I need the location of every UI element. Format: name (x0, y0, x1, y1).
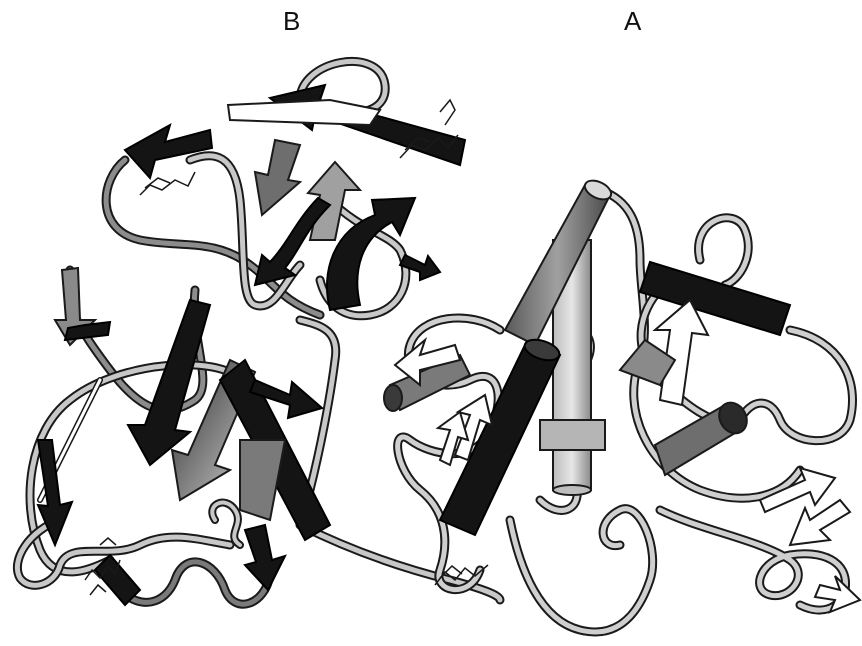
strand-b-top-white (228, 100, 380, 125)
strand-b-black-top-left (125, 125, 212, 178)
coil-a-right-side (740, 330, 853, 441)
helix-a-horizontal-stub (540, 420, 605, 450)
helix-a-right-cylinder (655, 398, 752, 475)
coil-a-bottom (510, 509, 653, 632)
strand-b-gray-down (255, 140, 300, 215)
coil-a-top-loop (699, 218, 749, 285)
strand-a-white-right-mid (790, 500, 850, 545)
strand-b-black-bottom-left (95, 555, 140, 605)
strand-b-gray-mid (240, 440, 285, 520)
strand-b-black-bottom-right (245, 525, 285, 590)
